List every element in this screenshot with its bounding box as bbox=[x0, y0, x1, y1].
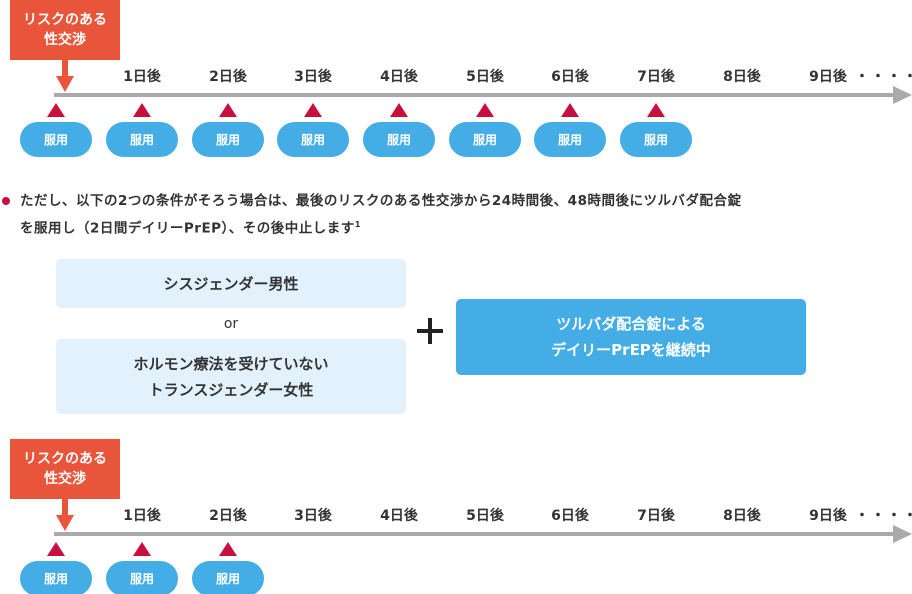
bullet-icon bbox=[2, 197, 10, 205]
day-label: 7日後 bbox=[637, 508, 675, 524]
risk-event-line2: 性交渉 bbox=[44, 471, 86, 487]
day-label: 1日後 bbox=[123, 69, 161, 85]
condition-cis-male: シスジェンダー男性 bbox=[56, 259, 406, 308]
dose-pill: 服用 bbox=[106, 561, 178, 594]
day-label: 6日後 bbox=[551, 69, 589, 85]
or-label: or bbox=[223, 316, 239, 332]
day-label: 4日後 bbox=[380, 508, 418, 524]
down-arrow-icon bbox=[62, 60, 68, 78]
condition-note: ただし、以下の2つの条件がそろう場合は、最後のリスクのある性交渉から24時間後、… bbox=[20, 189, 900, 241]
dose-marker-icon bbox=[647, 103, 665, 117]
day-label: 2日後 bbox=[209, 69, 247, 85]
continuation-dots: ・・・・ bbox=[855, 69, 912, 85]
down-arrow-head-icon bbox=[56, 76, 74, 92]
condition-b-line2: トランスジェンダー女性 bbox=[148, 380, 314, 399]
dose-marker-icon bbox=[47, 103, 65, 117]
dose-pill: 服用 bbox=[106, 122, 178, 157]
day-label: 5日後 bbox=[466, 69, 504, 85]
footnote-ref: 1 bbox=[354, 220, 361, 229]
risk-event-line1: リスクのある bbox=[23, 12, 107, 28]
dose-pill: 服用 bbox=[277, 122, 349, 157]
risk-event-label: リスクのある 性交渉 bbox=[10, 0, 120, 60]
day-label: 3日後 bbox=[294, 69, 332, 85]
dose-marker-icon bbox=[47, 542, 65, 556]
dose-pill: 服用 bbox=[620, 122, 692, 157]
condition-b-line1: ホルモン療法を受けていない bbox=[133, 354, 329, 373]
plus-icon bbox=[417, 318, 443, 344]
day-label: 9日後 bbox=[809, 69, 847, 85]
day-label: 1日後 bbox=[123, 508, 161, 524]
dose-marker-icon bbox=[133, 542, 151, 556]
day-label: 8日後 bbox=[723, 69, 761, 85]
day-label: 2日後 bbox=[209, 508, 247, 524]
result-line2: デイリーPrEPを継続中 bbox=[551, 341, 711, 359]
timeline-two-day-prep: リスクのある 性交渉 1日後 2日後 3日後 4日後 5日後 6日後 7日後 8… bbox=[0, 439, 912, 594]
right-arrow-icon bbox=[893, 86, 912, 104]
dose-marker-icon bbox=[219, 103, 237, 117]
result-line1: ツルバダ配合錠による bbox=[556, 315, 706, 333]
down-arrow-icon bbox=[62, 499, 68, 517]
note-line1: ただし、以下の2つの条件がそろう場合は、最後のリスクのある性交渉から24時間後、… bbox=[20, 193, 742, 209]
dose-pill: 服用 bbox=[20, 122, 92, 157]
continuation-dots: ・・・・ bbox=[855, 508, 912, 524]
dose-marker-icon bbox=[476, 103, 494, 117]
dose-pill: 服用 bbox=[192, 561, 264, 594]
dose-marker-icon bbox=[390, 103, 408, 117]
day-label: 5日後 bbox=[466, 508, 504, 524]
risk-event-line2: 性交渉 bbox=[44, 32, 86, 48]
time-axis bbox=[54, 532, 894, 536]
dose-pill: 服用 bbox=[20, 561, 92, 594]
condition-trans-female: ホルモン療法を受けていない トランスジェンダー女性 bbox=[56, 339, 406, 414]
down-arrow-head-icon bbox=[56, 515, 74, 531]
dose-marker-icon bbox=[304, 103, 322, 117]
day-label: 6日後 bbox=[551, 508, 589, 524]
note-line2: を服用し（2日間デイリーPrEP）、その後中止します1 bbox=[20, 213, 900, 241]
condition-daily-prep: ツルバダ配合錠による デイリーPrEPを継続中 bbox=[456, 299, 806, 375]
day-label: 9日後 bbox=[809, 508, 847, 524]
dose-pill: 服用 bbox=[534, 122, 606, 157]
day-label: 8日後 bbox=[723, 508, 761, 524]
day-label: 7日後 bbox=[637, 69, 675, 85]
dose-pill: 服用 bbox=[363, 122, 435, 157]
dose-pill: 服用 bbox=[449, 122, 521, 157]
dose-marker-icon bbox=[561, 103, 579, 117]
day-label: 3日後 bbox=[294, 508, 332, 524]
day-label: 4日後 bbox=[380, 69, 418, 85]
right-arrow-icon bbox=[893, 525, 912, 543]
condition-a-text: シスジェンダー男性 bbox=[163, 274, 299, 293]
risk-event-label: リスクのある 性交渉 bbox=[10, 439, 120, 499]
time-axis bbox=[54, 93, 894, 97]
timeline-daily-prep: リスクのある 性交渉 1日後 2日後 3日後 4日後 5日後 6日後 7日後 8… bbox=[0, 0, 912, 160]
dose-marker-icon bbox=[219, 542, 237, 556]
dose-marker-icon bbox=[133, 103, 151, 117]
risk-event-line1: リスクのある bbox=[23, 451, 107, 467]
note-line2-text: を服用し（2日間デイリーPrEP）、その後中止します bbox=[20, 220, 355, 237]
dose-pill: 服用 bbox=[192, 122, 264, 157]
